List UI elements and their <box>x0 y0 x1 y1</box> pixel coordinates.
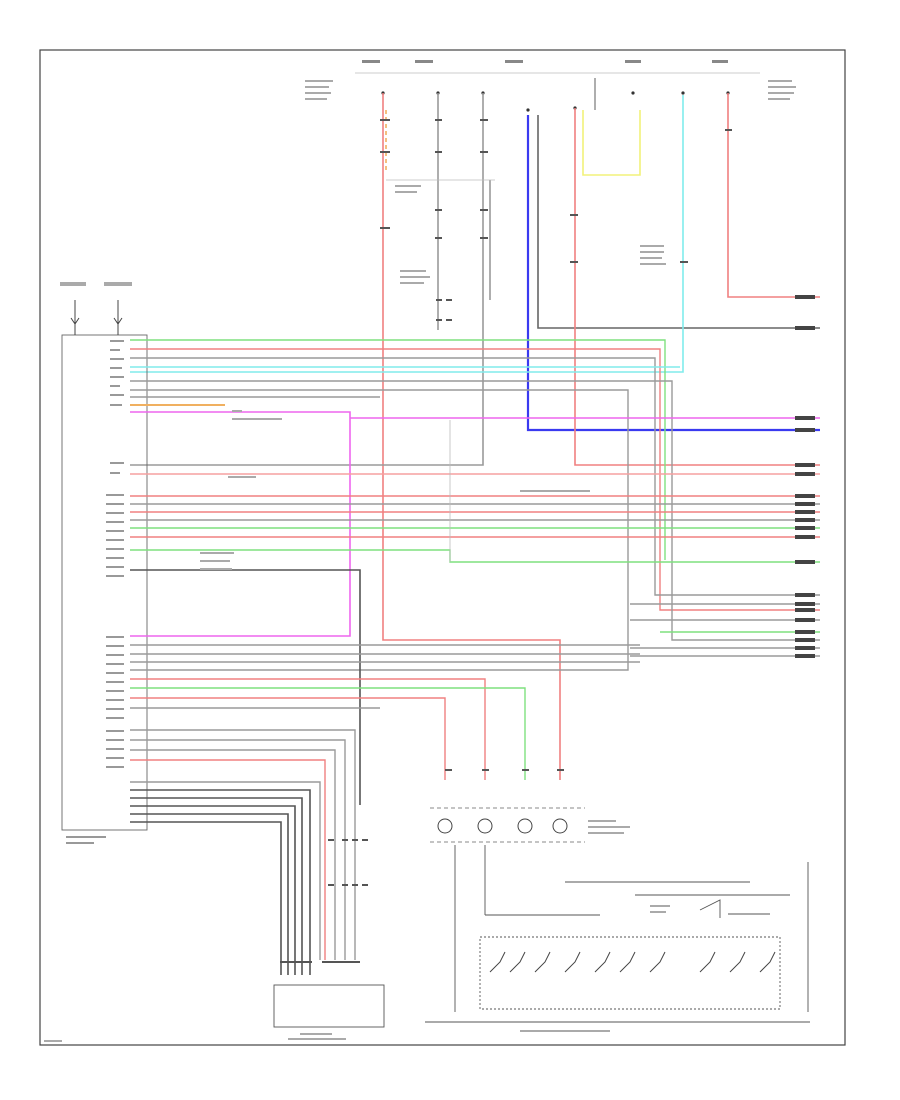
middle-harness <box>130 420 820 805</box>
ground-symbols <box>60 282 132 335</box>
lower-harness <box>130 644 640 960</box>
connector-block <box>273 984 385 1040</box>
dark-bundle <box>130 789 311 975</box>
steering-sensor <box>430 807 630 843</box>
diagram-frame <box>39 49 846 1046</box>
main-module-box <box>61 334 148 831</box>
terminal-stubs <box>795 295 815 658</box>
inline-connectors <box>280 119 732 963</box>
top-power-sources <box>305 60 796 112</box>
switch-array <box>489 951 776 973</box>
module-pin-labels <box>66 340 124 844</box>
switch-module <box>425 845 810 1032</box>
top-feed-wires <box>130 78 820 780</box>
upper-harness <box>130 339 820 671</box>
wire-labels <box>44 185 666 1042</box>
